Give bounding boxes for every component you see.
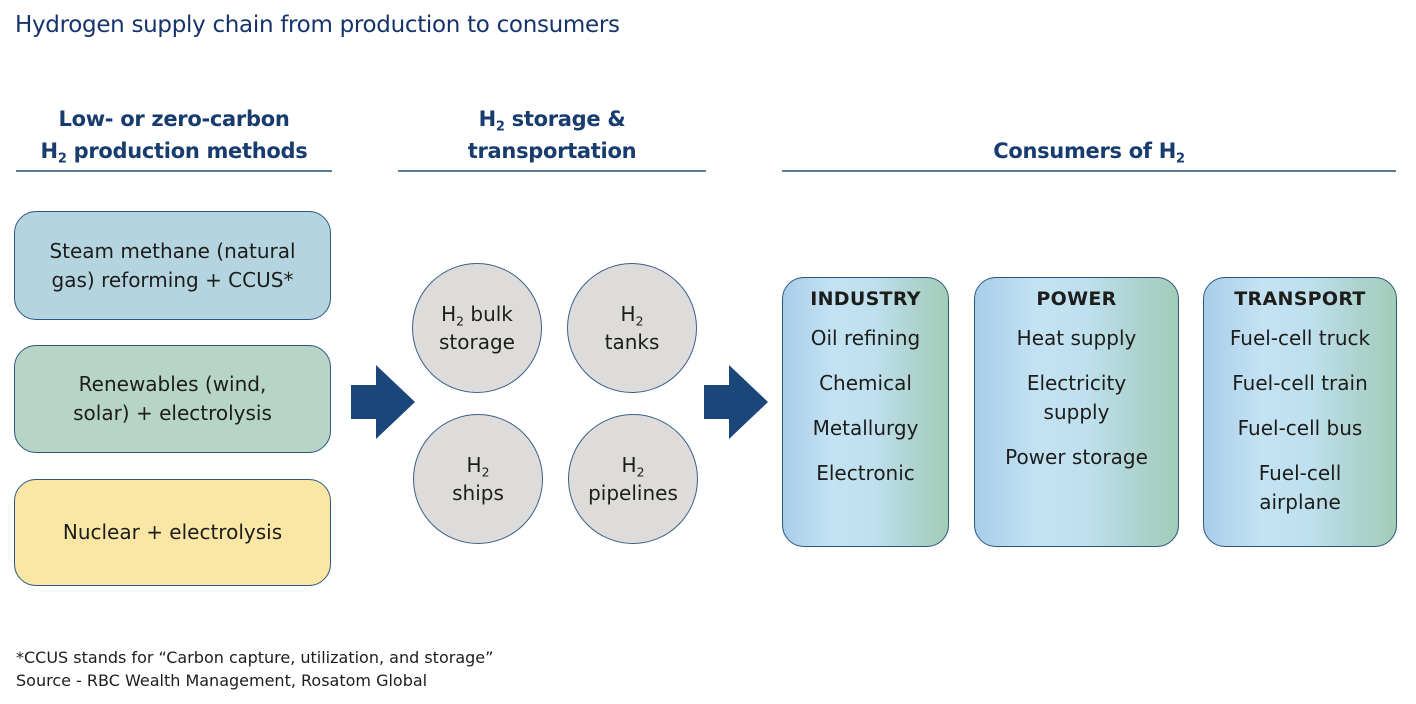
consumer-item: Power storage xyxy=(1005,445,1148,469)
consumer-group-title: TRANSPORT xyxy=(1234,288,1366,310)
consumer-group-industry: INDUSTRY Oil refining Chemical Metallurg… xyxy=(782,277,949,547)
section-divider-consumers xyxy=(782,170,1396,172)
consumer-item: Fuel-cell airplane xyxy=(1258,461,1342,514)
h-symbol: H xyxy=(466,453,482,477)
text: Consumers of H xyxy=(993,139,1176,163)
h-symbol: H xyxy=(478,107,497,131)
h-symbol: H xyxy=(621,453,637,477)
footnote-ccus: *CCUS stands for “Carbon capture, utiliz… xyxy=(16,648,494,667)
section-header-production-line1: Low- or zero-carbon xyxy=(58,107,290,131)
text: ships xyxy=(452,481,504,505)
h-symbol: H xyxy=(441,302,457,326)
text: storage xyxy=(439,330,515,354)
section-header-production: Low- or zero-carbon H2 production method… xyxy=(16,103,332,167)
section-header-consumers: Consumers of H2 xyxy=(782,135,1396,167)
consumer-group-title: INDUSTRY xyxy=(810,288,921,310)
production-method-label: Steam methane (natural gas) reforming + … xyxy=(49,238,296,292)
section-header-storage-line2: transportation xyxy=(467,139,637,163)
subscript: 2 xyxy=(636,464,645,480)
arrow-right-icon xyxy=(704,365,770,439)
production-method-smr-ccus: Steam methane (natural gas) reforming + … xyxy=(14,211,331,320)
h-symbol: H xyxy=(620,302,636,326)
subscript: 2 xyxy=(456,313,465,329)
subscript: 2 xyxy=(495,119,505,135)
subscript: 2 xyxy=(635,313,644,329)
consumer-group-power: POWER Heat supply Electricity supply Pow… xyxy=(974,277,1179,547)
text: storage & xyxy=(504,107,626,131)
section-divider-production xyxy=(16,170,332,172)
diagram-title: Hydrogen supply chain from production to… xyxy=(15,12,620,38)
storage-bulk-storage: H2 bulk storage xyxy=(412,263,542,393)
production-method-label: Renewables (wind, solar) + electrolysis xyxy=(73,372,272,425)
arrow-right-icon xyxy=(351,365,417,439)
text: bulk xyxy=(464,302,513,326)
production-method-renewables: Renewables (wind, solar) + electrolysis xyxy=(14,345,331,453)
section-header-storage-line1: H2 storage & xyxy=(398,103,706,135)
subscript: 2 xyxy=(481,464,490,480)
consumer-item: Electricity supply xyxy=(1026,371,1127,424)
subscript: 2 xyxy=(57,151,67,167)
consumer-item: Metallurgy xyxy=(812,416,919,440)
h-symbol: H xyxy=(40,139,59,163)
consumer-item: Chemical xyxy=(819,371,912,395)
consumer-item: Fuel-cell truck xyxy=(1229,326,1371,350)
subscript: 2 xyxy=(1176,151,1185,167)
consumer-item: Oil refining xyxy=(810,326,921,350)
consumer-item: Heat supply xyxy=(1016,326,1137,350)
text: tanks xyxy=(604,330,660,354)
text: production methods xyxy=(66,139,308,163)
consumer-group-title: POWER xyxy=(1036,288,1117,310)
footnote-source: Source - RBC Wealth Management, Rosatom … xyxy=(16,671,428,690)
section-header-production-line2: H2 production methods xyxy=(16,135,332,167)
consumer-item: Fuel-cell bus xyxy=(1237,416,1363,440)
consumer-group-transport: TRANSPORT Fuel-cell truck Fuel-cell trai… xyxy=(1203,277,1397,547)
text: pipelines xyxy=(588,481,678,505)
section-header-storage: H2 storage & transportation xyxy=(398,103,706,167)
consumer-item: Electronic xyxy=(816,461,915,485)
consumer-item: Fuel-cell train xyxy=(1232,371,1368,395)
production-method-label: Nuclear + electrolysis xyxy=(62,520,283,544)
section-divider-storage xyxy=(398,170,706,172)
production-method-nuclear: Nuclear + electrolysis xyxy=(14,479,331,586)
